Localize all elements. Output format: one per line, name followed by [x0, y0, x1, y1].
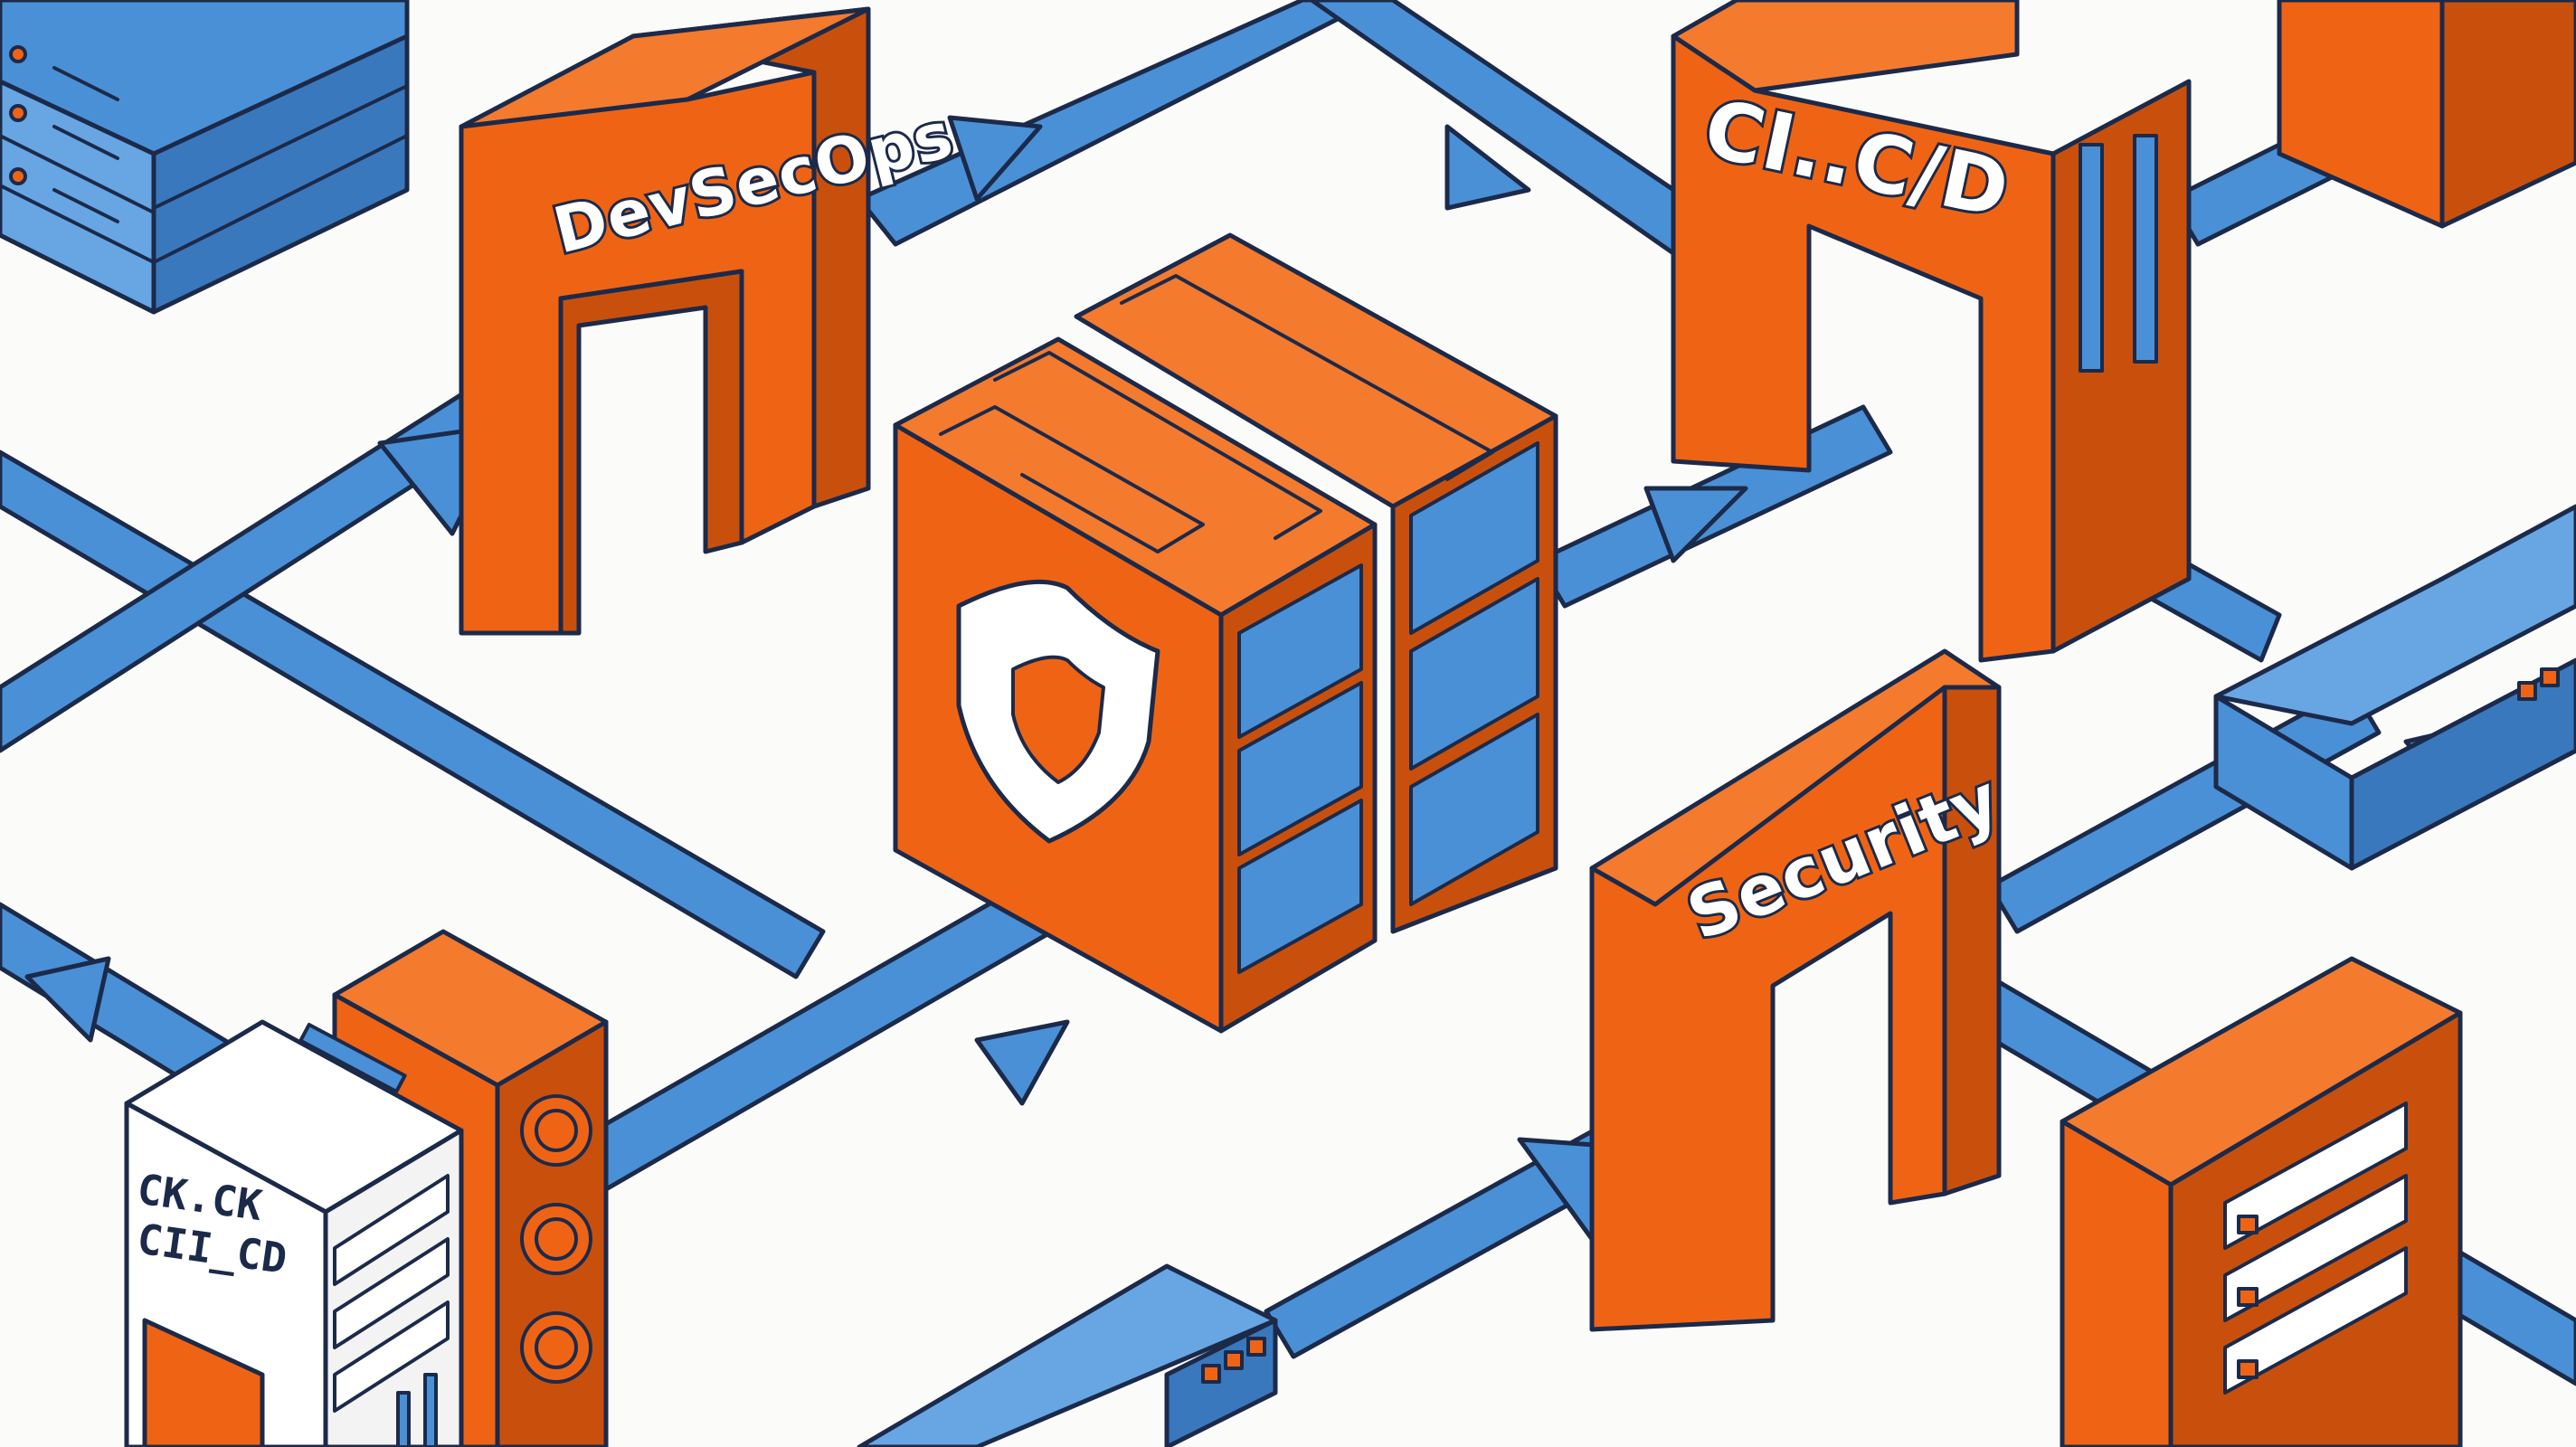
arrow-icon [1643, 486, 1748, 563]
blue-server-stack [0, 0, 410, 315]
white-rack-bottom-left: CK.CK CII_CD [124, 929, 609, 1447]
fan-icon [520, 1094, 592, 1167]
network-switch-bottom [857, 1263, 1278, 1447]
orange-server-bottom-right [2060, 956, 2463, 1447]
fan-icon [520, 1311, 592, 1384]
pipeline-band-left-down [0, 449, 826, 979]
gate-cicd: CI..C/D [1671, 0, 2192, 663]
shield-icon [956, 579, 1160, 844]
fan-icon [520, 1203, 592, 1275]
gate-devsecops: DevSecOps [459, 6, 963, 636]
arrow-icon [24, 956, 111, 1043]
gate-security: Security [1589, 648, 2013, 1332]
drive-bays [1237, 441, 1539, 974]
orange-server-top-right [2277, 0, 2576, 229]
pipeline-band-top-right [1309, 0, 1703, 256]
drive-bays [2223, 1102, 2408, 1395]
arrow-icon [974, 1019, 1070, 1106]
central-secure-server [893, 232, 1558, 1034]
server-unit [0, 79, 156, 315]
network-switch-right [2213, 504, 2576, 871]
arrow-icon [947, 115, 1043, 202]
arrow-icon [1444, 124, 1531, 211]
